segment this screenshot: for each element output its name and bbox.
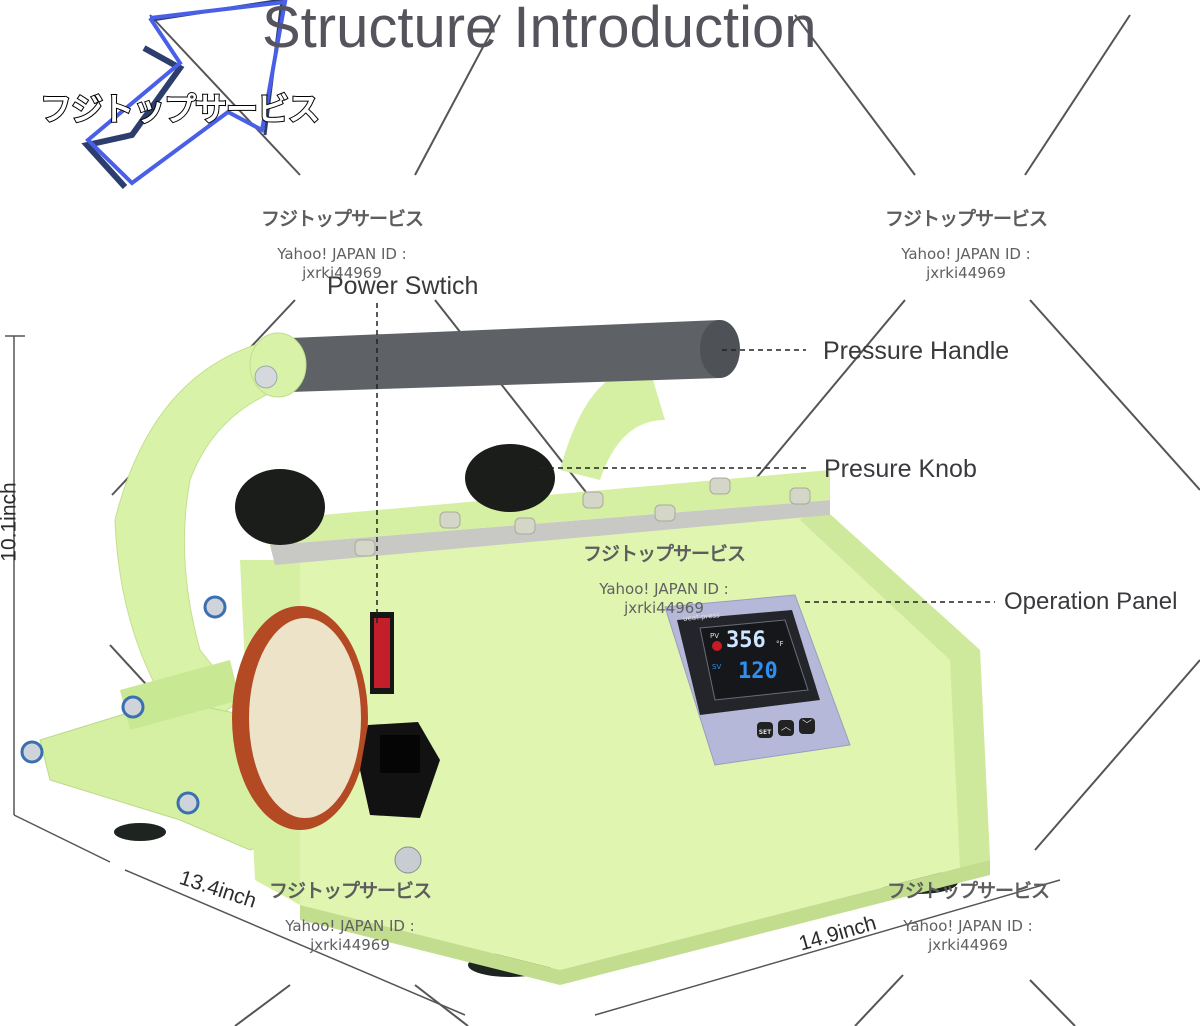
watermark-name: フジトップサービス [886, 880, 1050, 902]
chevron-down-icon: ﹀ [802, 720, 812, 731]
dimension-height: 10.1inch [0, 482, 21, 562]
pressure-knobs [235, 444, 555, 545]
heating-element [232, 606, 368, 830]
main-body [300, 505, 990, 970]
watermark-id-label: Yahoo! JAPAN ID : [285, 917, 415, 935]
watermark-name: フジトップサービス [268, 880, 432, 902]
watermark-name: フジトップサービス [260, 208, 424, 230]
watermark-name: フジトップサービス [582, 543, 746, 565]
watermark-center: フジトップサービス Yahoo! JAPAN ID : jxrki44969 [544, 539, 784, 618]
sv-label: SV [712, 663, 722, 671]
watermark-id-value: jxrki44969 [624, 599, 704, 617]
watermark-id-value: jxrki44969 [302, 264, 382, 282]
callout-power-switch: Power Swtich [327, 272, 479, 300]
watermark-id-label: Yahoo! JAPAN ID : [277, 245, 407, 263]
callout-operation-panel: Operation Panel [1004, 588, 1178, 615]
watermark-id-label: Yahoo! JAPAN ID : [901, 245, 1031, 263]
connector-port [394, 846, 422, 874]
top-rail [270, 500, 830, 565]
watermark-name: フジトップサービス [884, 208, 1048, 230]
unit-label: °F [776, 640, 784, 648]
swing-arm [114, 339, 311, 741]
pv-value: 356 [726, 628, 766, 653]
watermark-id-value: jxrki44969 [310, 936, 390, 954]
watermark-top-right: フジトップサービス Yahoo! JAPAN ID : jxrki44969 [846, 204, 1086, 283]
bolts [20, 595, 227, 815]
watermark-bottom-right: フジトップサービス Yahoo! JAPAN ID : jxrki44969 [848, 876, 1088, 955]
watermark-bottom-left: フジトップサービス Yahoo! JAPAN ID : jxrki44969 [230, 876, 470, 955]
logo-arrow-icon [81, 0, 288, 190]
set-button[interactable]: SET [757, 722, 773, 738]
callout-pressure-knob: Presure Knob [824, 455, 977, 483]
pv-label: PV [710, 632, 720, 640]
callout-pressure-handle: Pressure Handle [823, 337, 1010, 365]
pressure-handle [249, 320, 740, 398]
power-socket [360, 722, 440, 818]
set-button-label: SET [758, 729, 772, 736]
watermark-id-value: jxrki44969 [928, 936, 1008, 954]
down-button[interactable]: ﹀ [799, 718, 815, 734]
up-button[interactable]: ︿ [778, 720, 794, 736]
page-title: Structure Introduction [262, 0, 817, 60]
watermark-top-left: フジトップサービス Yahoo! JAPAN ID : jxrki44969 [222, 204, 462, 283]
power-switch [370, 612, 394, 694]
chevron-up-icon: ︿ [781, 722, 791, 733]
watermark-id-label: Yahoo! JAPAN ID : [903, 917, 1033, 935]
shop-logo: フジトップサービス [39, 89, 321, 129]
rear-arm [560, 369, 665, 480]
watermark-id-value: jxrki44969 [926, 264, 1006, 282]
sv-value: 120 [738, 659, 778, 684]
watermark-id-label: Yahoo! JAPAN ID : [599, 580, 729, 598]
